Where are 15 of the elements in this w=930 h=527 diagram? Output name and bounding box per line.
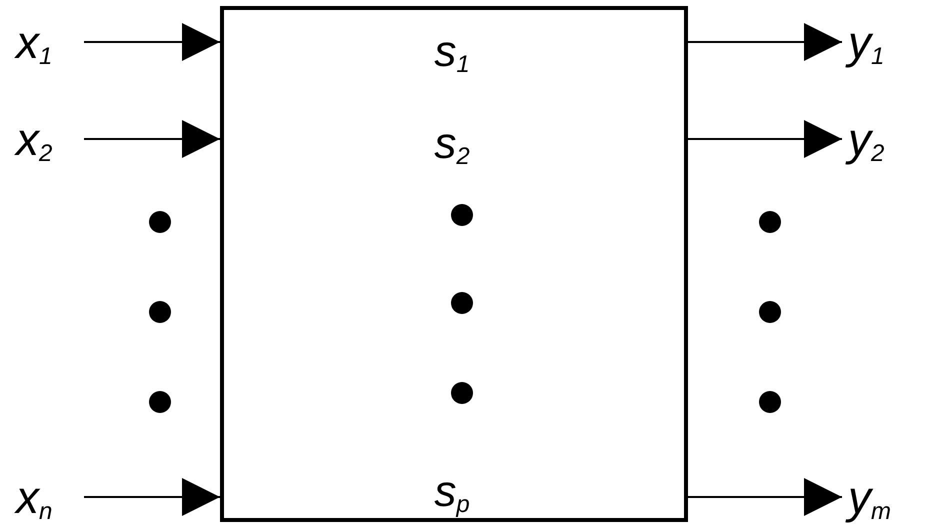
arrow bbox=[688, 478, 842, 516]
system-box bbox=[220, 6, 688, 522]
arrow bbox=[84, 23, 220, 61]
input-label: x$_{1}$ bbox=[16, 19, 52, 65]
arrow bbox=[688, 120, 842, 158]
input-label: x$_{2}$ bbox=[16, 116, 52, 162]
input-label: x$_{n}$ bbox=[16, 474, 52, 520]
state-variable: s$_{2}$ bbox=[434, 122, 470, 166]
arrow bbox=[84, 120, 220, 158]
arrow bbox=[688, 23, 842, 61]
output-label: y$_{2}$ bbox=[848, 116, 884, 162]
output-label: y$_{m}$ bbox=[848, 474, 891, 520]
output-label: y$_{1}$ bbox=[848, 19, 884, 65]
state-variable: s$_{1}$ bbox=[434, 30, 470, 74]
arrow bbox=[84, 478, 220, 516]
